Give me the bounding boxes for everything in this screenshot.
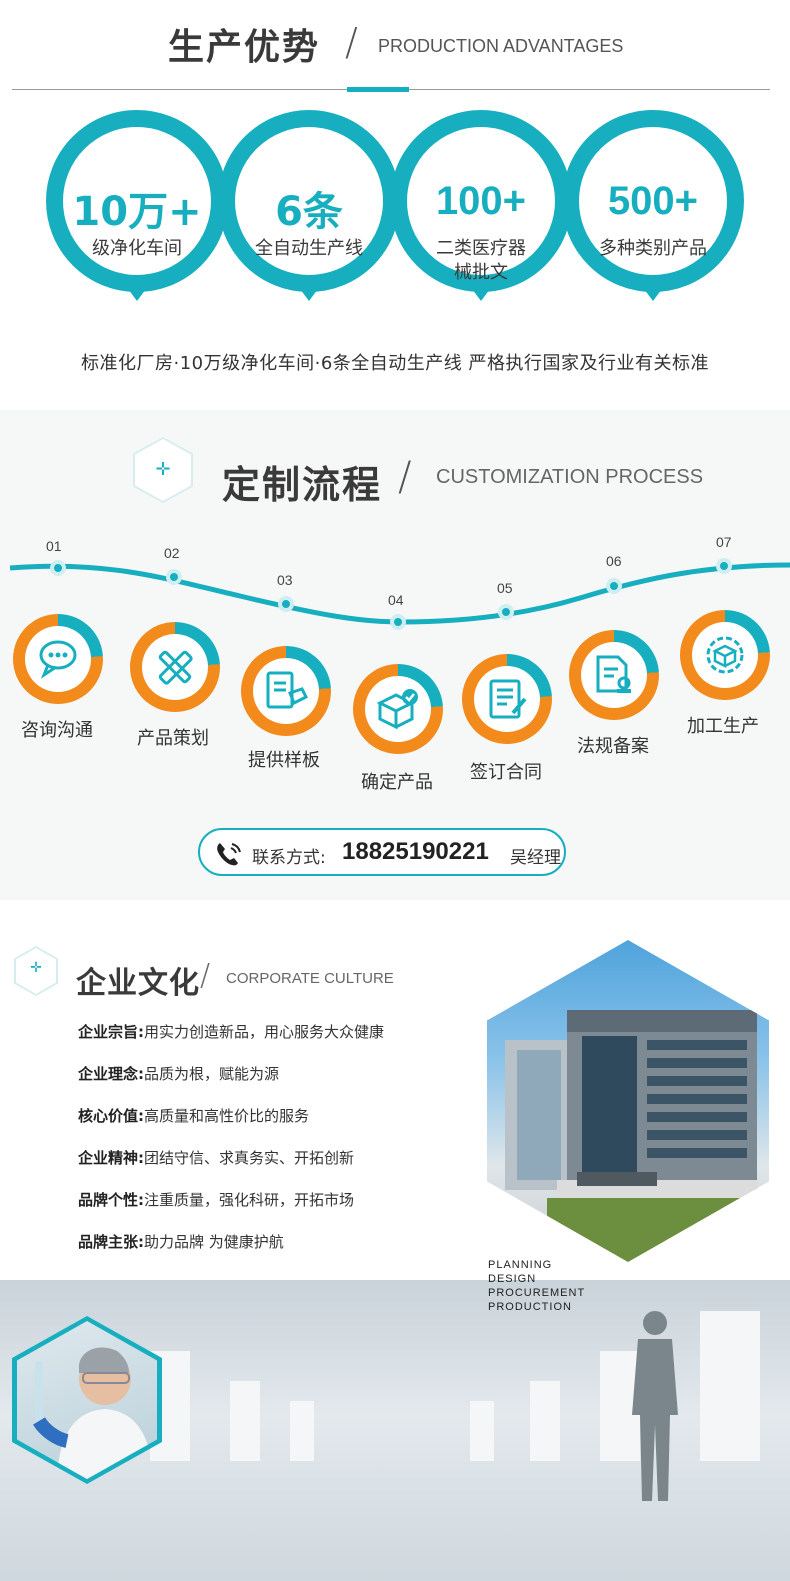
document-stamp-icon: [596, 655, 631, 693]
stat-ring: 6条 全自动生产线: [218, 110, 400, 301]
culture-item: 品牌主张:助力品牌 为健康护航: [78, 1233, 284, 1251]
stat-ring: 100+ 二类医疗器械批文: [390, 110, 572, 301]
production-advantages-section: 生产优势 / PRODUCTION ADVANTAGES 10万+ 级净化车间 …: [0, 0, 790, 400]
section-subtitle-en: PRODUCTION ADVANTAGES: [378, 36, 624, 56]
contact-label: 联系方式:: [252, 848, 326, 868]
step-number: 02: [164, 545, 180, 561]
culture-item: 品牌个性:注重质量，强化科研，开拓市场: [78, 1191, 355, 1209]
step-label: 产品策划: [137, 728, 209, 749]
contact-manager: 吴经理: [510, 848, 561, 868]
step-number: 03: [277, 572, 293, 588]
culture-card: [0, 940, 432, 1270]
section-hex-badge: ✛: [133, 437, 193, 503]
stat-label: 级净化车间: [92, 238, 182, 259]
advantages-caption: 标准化厂房·10万级净化车间·6条全自动生产线 严格执行国家及行业有关标准: [80, 353, 710, 374]
step-ring-production: [680, 610, 770, 700]
sparkle-icon: ✛: [155, 459, 171, 480]
step-number: 04: [388, 592, 404, 608]
tag-production: PRODUCTION: [488, 1301, 572, 1313]
stat-ring: 10万+ 级净化车间: [46, 110, 228, 301]
step-number: 01: [46, 538, 62, 554]
step-label: 加工生产: [687, 716, 759, 737]
stat-ring: 500+ 多种类别产品: [562, 110, 744, 301]
culture-item: 企业精神:团结守信、求真务实、开拓创新: [78, 1149, 355, 1167]
step-number: 06: [606, 553, 622, 569]
step-label: 法规备案: [577, 736, 649, 757]
section-title: 生产优势: [168, 27, 321, 68]
contact-phone-number[interactable]: 18825190221: [342, 838, 489, 865]
section-title: 企业文化: [76, 966, 200, 1001]
step-ring-consult: [13, 614, 103, 704]
box-check-icon: [376, 689, 418, 730]
tag-planning: PLANNING: [488, 1259, 553, 1271]
contact-pill[interactable]: 联系方式: 18825190221 吴经理: [198, 828, 566, 876]
step-ring-regulation: [569, 630, 659, 720]
step-ring-contract: [462, 654, 552, 744]
person-silhouette: [632, 1311, 678, 1501]
step-label: 咨询沟通: [21, 720, 93, 741]
ruler-pencil-icon: [158, 650, 193, 685]
step-label: 提供样板: [248, 750, 320, 771]
step-number: 07: [716, 534, 732, 550]
title-divider: /: [345, 20, 358, 64]
tag-design: DESIGN: [488, 1273, 537, 1285]
section-subtitle-en: CORPORATE CULTURE: [226, 970, 394, 987]
customization-process-section: ✛ 定制流程 / CUSTOMIZATION PROCESS 01 02 03 …: [0, 410, 790, 900]
gear-box-icon: [706, 636, 744, 674]
stat-number: 6条: [275, 189, 343, 235]
culture-item: 核心价值:高质量和高性价比的服务: [78, 1107, 310, 1125]
stat-number: 10万+: [72, 189, 202, 235]
corporate-culture-section: ✛ 企业文化 / CORPORATE CULTURE 企业宗旨:用实力创造新品，…: [0, 900, 790, 1581]
step-number: 05: [497, 580, 513, 596]
culture-item: 企业理念:品质为根，赋能为源: [78, 1065, 280, 1083]
contract-pen-icon: [489, 679, 527, 719]
company-building-image: [487, 940, 769, 1262]
stat-label: 多种类别产品: [599, 238, 707, 259]
step-label: 确定产品: [361, 772, 433, 793]
section-subtitle-en: CUSTOMIZATION PROCESS: [436, 466, 704, 488]
tag-procurement: PROCUREMENT: [488, 1287, 586, 1299]
step-label: 签订合同: [470, 762, 542, 783]
title-divider: /: [200, 958, 211, 993]
title-accent-bar: [347, 87, 409, 92]
step-ring-sample: [241, 646, 331, 736]
section-title: 定制流程: [222, 463, 383, 507]
document-box-icon: [266, 671, 309, 709]
step-ring-confirm: [353, 664, 443, 754]
scientist-image: [12, 1316, 162, 1484]
sparkle-icon: ✛: [30, 960, 42, 976]
phone-icon: [217, 843, 241, 866]
step-ring-plan: [130, 622, 220, 712]
process-wave-line: [9, 558, 790, 630]
stat-number: 500+: [607, 179, 699, 223]
stat-number: 100+: [435, 179, 527, 223]
culture-item: 企业宗旨:用实力创造新品，用心服务大众健康: [78, 1023, 385, 1041]
chat-bubble-icon: [39, 640, 77, 679]
title-divider: /: [398, 454, 412, 500]
stat-label: 二类医疗器械批文: [436, 238, 526, 283]
service-tags: PLANNING DESIGN PROCUREMENT PRODUCTION: [488, 1258, 585, 1314]
stat-label: 全自动生产线: [255, 238, 363, 259]
